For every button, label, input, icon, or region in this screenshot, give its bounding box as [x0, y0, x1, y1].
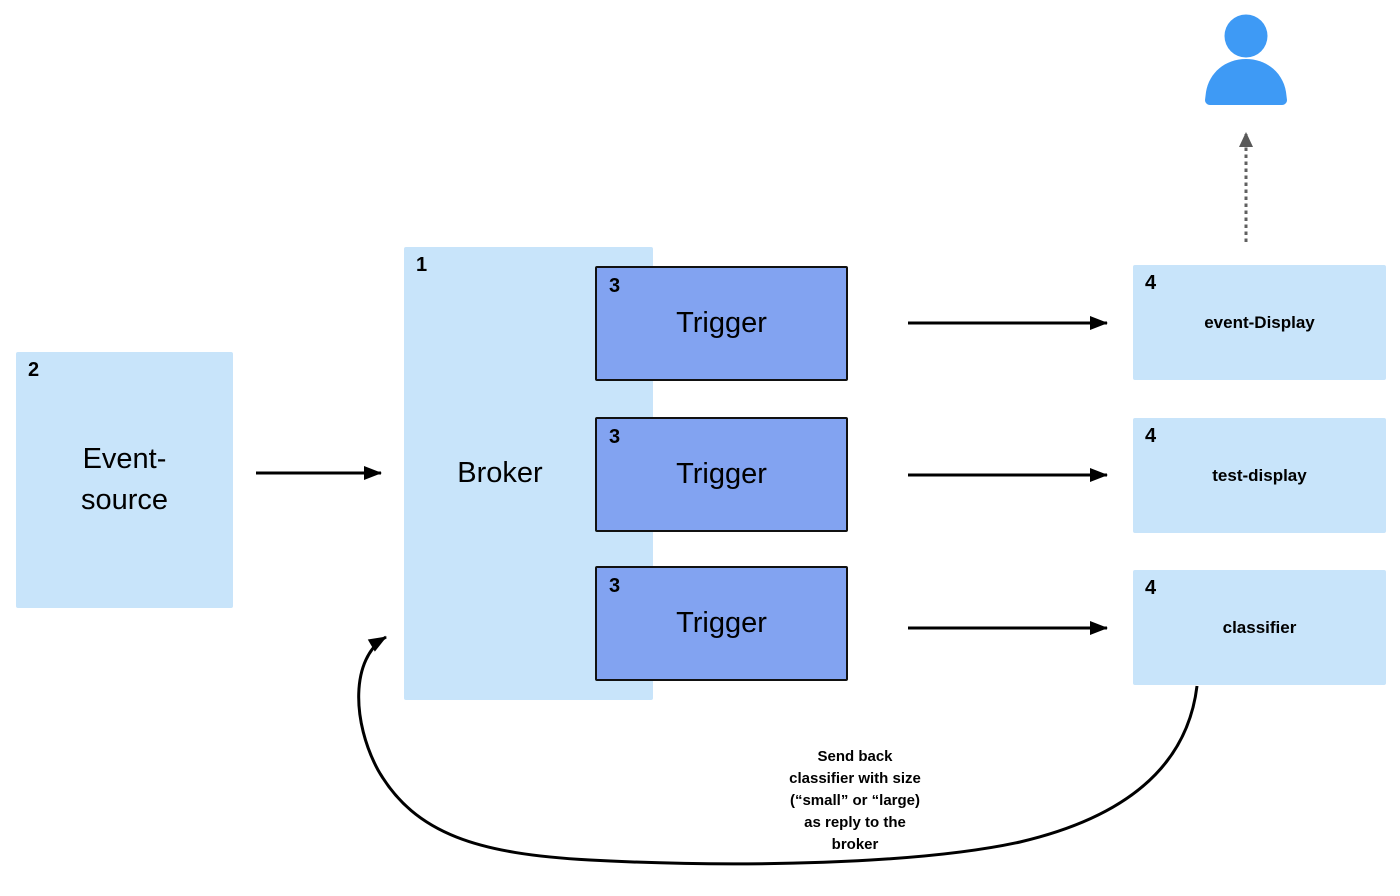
trigger-3-number: 3: [609, 575, 621, 597]
trigger-2-label: Trigger: [676, 458, 767, 491]
trigger-2-number: 3: [609, 426, 621, 448]
event-source-number: 2: [28, 359, 40, 381]
broker-label: Broker: [457, 457, 543, 490]
event-source-label: Event- source: [80, 443, 169, 516]
service-3-label: classifier: [1222, 617, 1297, 637]
trigger-box-1: 3 Trigger: [595, 266, 848, 381]
trigger-box-2: 3 Trigger: [595, 417, 848, 532]
user-icon-body: [1205, 59, 1287, 105]
broker-number: 1: [416, 254, 428, 276]
reply-annotation: Send back classifier with size (“small” …: [789, 748, 921, 853]
trigger-1-number: 3: [609, 275, 621, 297]
trigger-3-label: Trigger: [676, 607, 767, 640]
service-1-label: event-Display: [1204, 312, 1315, 332]
service-1-number: 4: [1145, 272, 1157, 294]
trigger-1-label: Trigger: [676, 307, 767, 340]
user-icon-head: [1224, 14, 1268, 58]
service-3-number: 4: [1145, 577, 1157, 599]
trigger-box-3: 3 Trigger: [595, 566, 848, 681]
service-2-number: 4: [1145, 425, 1157, 447]
event-source-box: 2 Event- source: [16, 352, 233, 608]
service-box-event-display: 4 event-Display: [1133, 265, 1386, 380]
service-box-classifier: 4 classifier: [1133, 570, 1386, 685]
service-box-test-display: 4 test-display: [1133, 418, 1386, 533]
user-icon: [1203, 14, 1289, 105]
service-2-label: test-display: [1212, 465, 1307, 485]
